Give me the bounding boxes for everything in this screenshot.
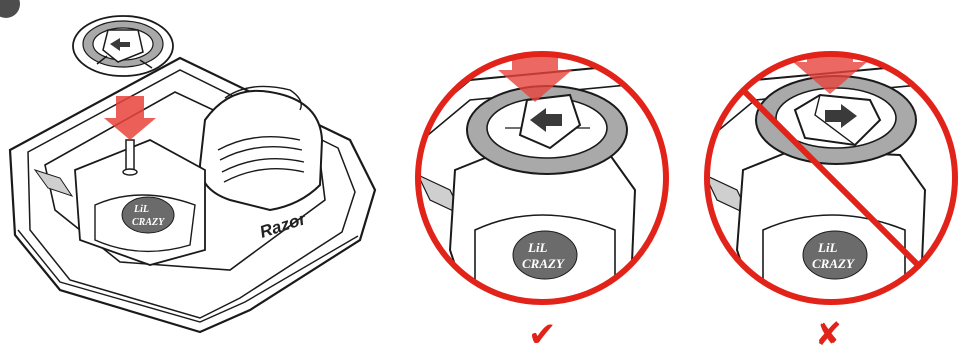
decal-graphic: LiL CRAZY — [512, 230, 578, 280]
decal-text-line1: LiL — [527, 240, 548, 255]
seat-cushion — [198, 85, 324, 212]
curved-arrow-icon — [530, 108, 562, 132]
step-badge-icon — [0, 0, 20, 18]
decal-text-line1: LiL — [133, 204, 149, 215]
curved-arrow-icon — [825, 104, 857, 128]
incorrect-cross-icon: ✘ — [815, 315, 842, 353]
side-grip — [33, 169, 74, 197]
steering-knob — [755, 75, 917, 165]
decal-graphic: LiL CRAZY — [802, 230, 868, 280]
steering-knob — [466, 85, 628, 175]
steering-post — [125, 139, 135, 173]
decal-text-line1: LiL — [817, 240, 838, 255]
decal-text-line2: CRAZY — [522, 256, 565, 271]
prohibition-circle-icon — [704, 51, 958, 305]
down-arrow-icon — [104, 96, 156, 140]
decal-graphic: LiL CRAZY — [121, 196, 175, 234]
correct-orientation-illustration: LiL CRAZY — [410, 0, 680, 356]
incorrect-orientation-illustration: LiL CRAZY — [695, 0, 974, 356]
decal-text-line2: CRAZY — [812, 256, 855, 271]
steering-knob — [72, 15, 174, 77]
decal-text-line2: CRAZY — [132, 217, 165, 228]
overview-illustration: LiL CRAZY Razor — [0, 0, 400, 356]
down-arrow-icon — [793, 54, 867, 94]
correct-frame-circle — [415, 51, 669, 305]
correct-check-icon: ✔ — [528, 315, 557, 355]
